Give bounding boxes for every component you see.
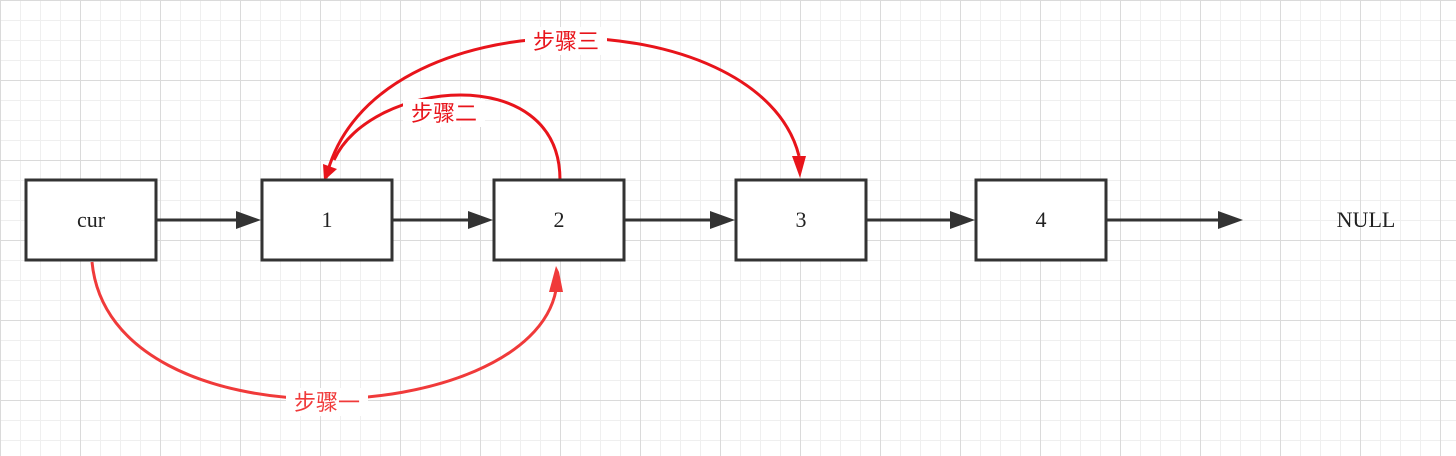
node-3-label: 3 xyxy=(796,207,807,232)
node-4: 4 xyxy=(974,178,1108,262)
node-1: 1 xyxy=(260,178,394,262)
step-three-label-group: 步骤三 xyxy=(525,27,607,55)
node-2: 2 xyxy=(492,178,626,262)
node-1-label: 1 xyxy=(322,207,333,232)
node-cur: cur xyxy=(24,178,158,262)
link-arrow-4-null xyxy=(1107,211,1243,229)
link-arrow-1-2 xyxy=(393,211,493,229)
null-terminal-label: NULL xyxy=(1337,207,1396,232)
node-4-label: 4 xyxy=(1036,207,1047,232)
link-arrow-2-3 xyxy=(625,211,735,229)
link-arrow-cur-1 xyxy=(157,211,261,229)
step-one-arrow xyxy=(90,261,563,401)
node-cur-label: cur xyxy=(77,207,106,232)
step-one-label: 步骤一 xyxy=(294,391,360,416)
step-one-label-group: 步骤一 xyxy=(286,388,368,416)
node-3: 3 xyxy=(734,178,868,262)
step-two-label-group: 步骤二 xyxy=(403,99,485,127)
step-three-label: 步骤三 xyxy=(533,30,599,55)
step-two-label: 步骤二 xyxy=(411,102,477,127)
link-arrow-3-4 xyxy=(867,211,975,229)
node-2-label: 2 xyxy=(554,207,565,232)
